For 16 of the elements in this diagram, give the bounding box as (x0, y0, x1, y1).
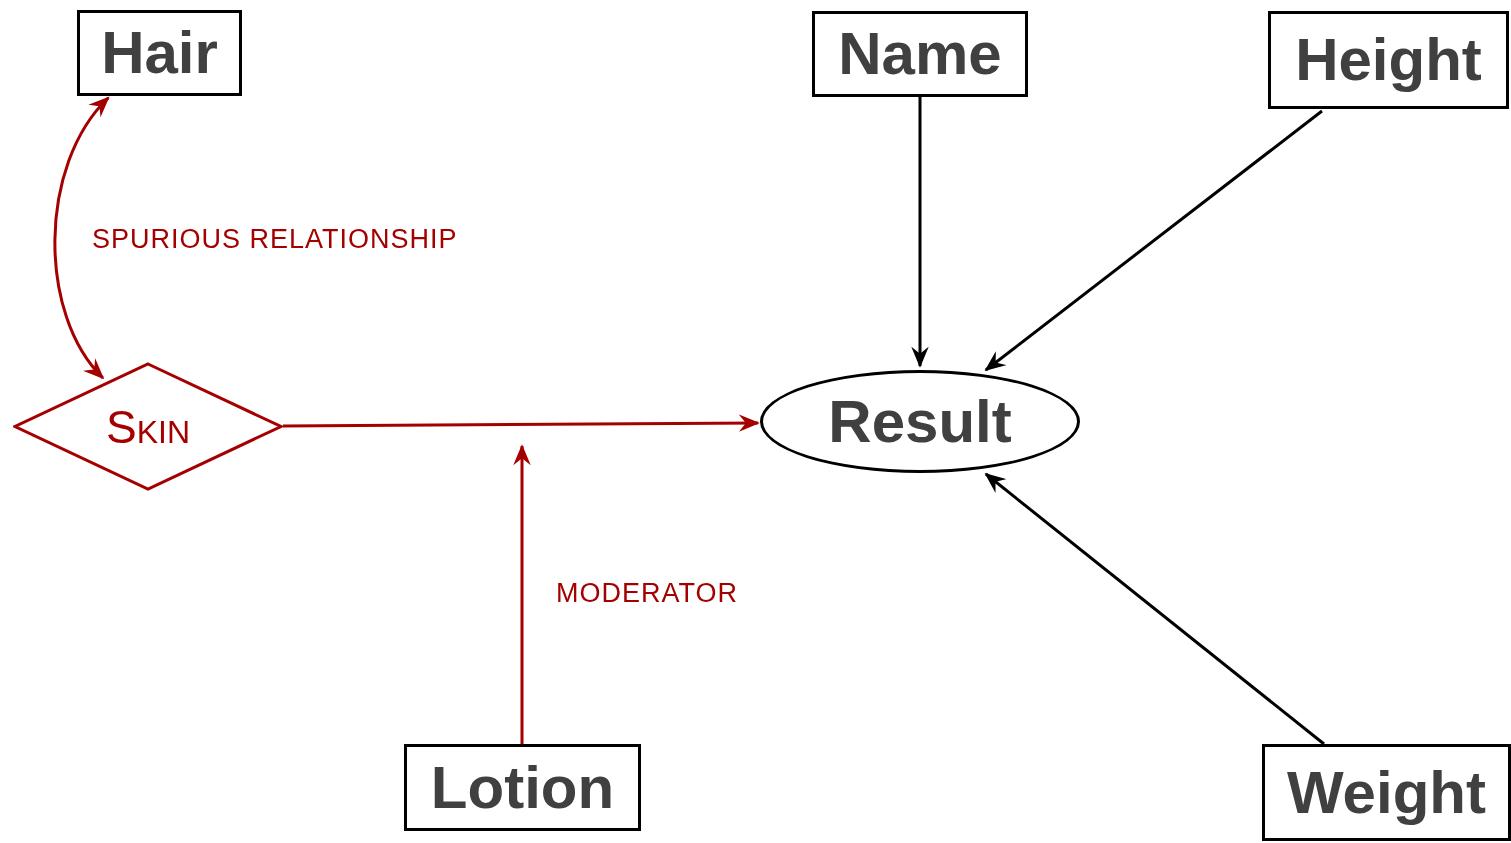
process-box: Hair (77, 10, 242, 96)
node-label: Skin (106, 403, 190, 450)
process-box: Weight (1262, 744, 1511, 841)
process-box: Name (812, 11, 1028, 97)
decision-diamond (13, 362, 283, 491)
arrow (911, 97, 929, 368)
edge-label: SPURIOUS RELATIONSHIP (92, 226, 458, 253)
edge-label: MODERATOR (556, 580, 738, 607)
arrow (513, 444, 531, 744)
ellipse-node: Result (760, 370, 1080, 473)
process-box: Lotion (404, 744, 641, 831)
arrow (283, 414, 760, 432)
arrow (53, 96, 110, 380)
arrow (984, 472, 1325, 746)
arrow (984, 109, 1323, 372)
process-box: Height (1268, 11, 1509, 109)
